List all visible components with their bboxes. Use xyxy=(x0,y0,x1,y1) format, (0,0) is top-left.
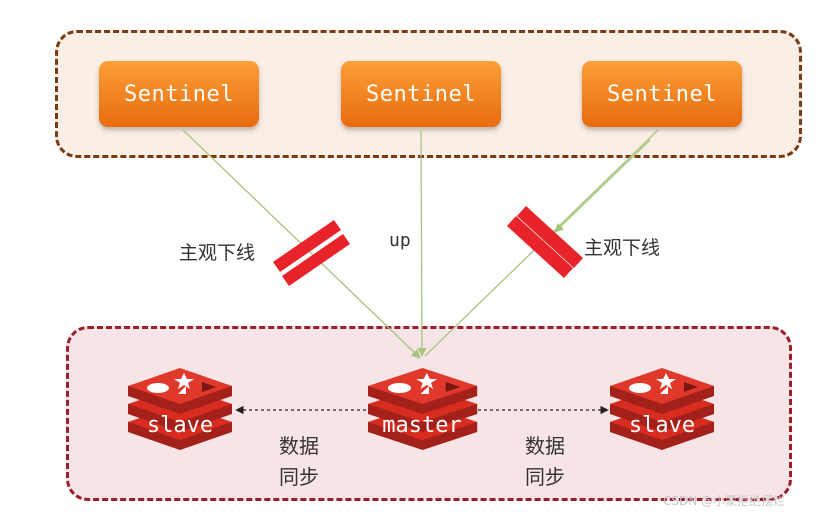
link-center xyxy=(417,129,427,357)
sync-label-left-line-2: 同步 xyxy=(279,465,319,489)
sync-label-right-line-1: 数据 xyxy=(525,434,565,458)
slave-right-label: slave xyxy=(628,413,696,438)
link-right-arrow xyxy=(554,139,651,233)
sentinel-node-2: Sentinel xyxy=(341,61,501,127)
sync-label-left-line-1: 数据 xyxy=(279,434,319,458)
down-mark-right-icon xyxy=(507,206,583,278)
subjective-down-label-left: 主观下线 xyxy=(179,242,256,264)
up-label: up xyxy=(389,230,411,251)
master-label: master xyxy=(382,413,462,438)
sentinel-node-3: Sentinel xyxy=(582,61,742,127)
sync-label-right: 数据 同步 xyxy=(515,431,575,493)
down-mark-left-icon xyxy=(273,220,350,286)
watermark: CSDN @小蒙拒绝摆烂 xyxy=(663,494,786,508)
sentinel-node-1: Sentinel xyxy=(99,61,259,127)
slave-left-label: slave xyxy=(146,413,214,438)
sync-label-right-line-2: 同步 xyxy=(525,465,565,489)
sync-label-left: 数据 同步 xyxy=(269,431,329,493)
subjective-down-label-right: 主观下线 xyxy=(584,237,661,259)
